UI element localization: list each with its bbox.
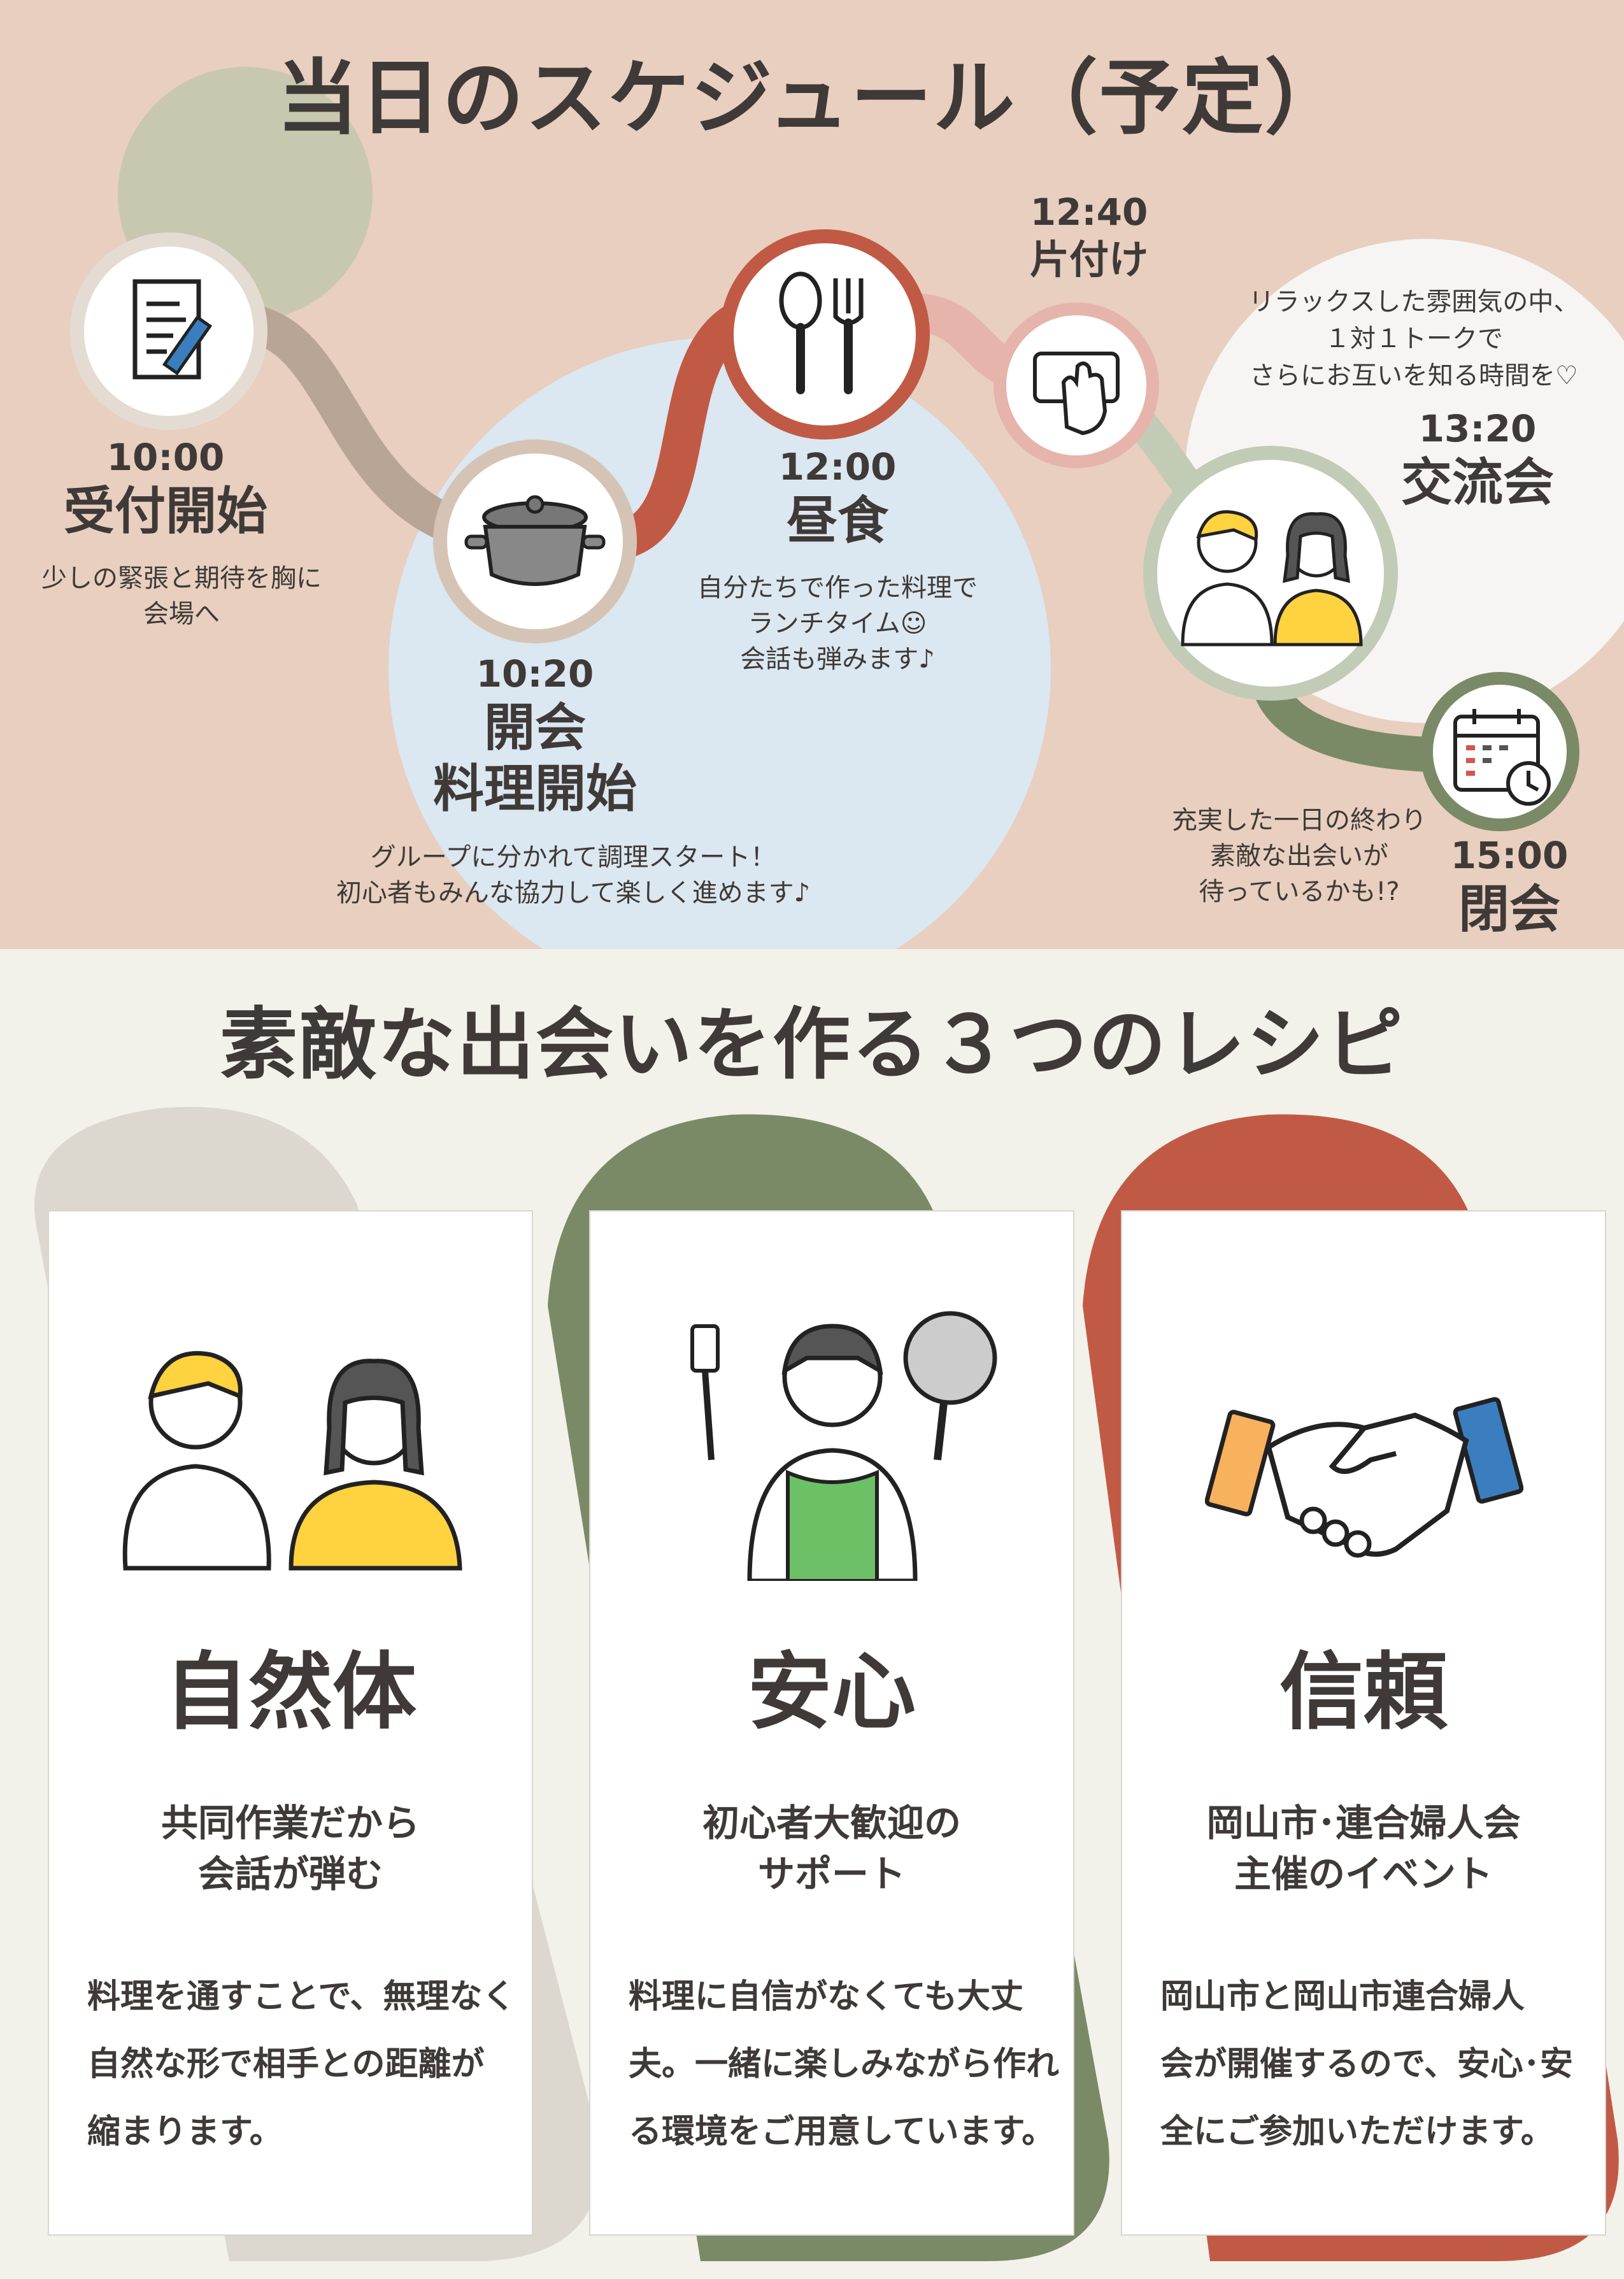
- time-closing: 15:00: [1450, 834, 1569, 877]
- wiping-hand-icon: [1033, 352, 1120, 436]
- recipe-subtitle-trust: 岡山市･連合婦人会 主催のイベント: [1206, 1801, 1521, 1896]
- desc-closing: 充実した一日の終わり 素敵な出会いが 待っているかも!?: [1172, 806, 1427, 906]
- time-exchange: 13:20: [1418, 407, 1537, 450]
- event-reception: 受付開始: [64, 482, 267, 541]
- event-opening: 開会 料理開始: [433, 698, 637, 818]
- desc-reception: 少しの緊張と期待を胸に 会場へ: [41, 564, 322, 629]
- recipe-body-natural: 料理を通すことで、無理なく 自然な形で相手との距離が 縮まります。: [87, 1978, 516, 2151]
- recipe-body-safe: 料理に自信がなくても大丈 夫。一緒に楽しみながら作れ る環境をご用意しています。: [629, 1978, 1060, 2151]
- couple-talking-icon: [1181, 510, 1363, 647]
- schedule-node-reception: [70, 232, 267, 430]
- time-cleanup: 12:40: [1030, 190, 1148, 234]
- schedule-node-exchange: [1143, 446, 1398, 701]
- recipe-subtitle-natural: 共同作業だから 会話が弾む: [160, 1801, 420, 1896]
- time-opening: 10:20: [476, 652, 594, 696]
- calendar-clock-icon: [1453, 709, 1551, 806]
- event-lunch: 昼食: [787, 491, 888, 550]
- desc-opening: グループに分かれて調理スタート！ 初心者もみんな協力して楽しく進めます♪: [336, 843, 811, 908]
- time-reception: 10:00: [106, 436, 225, 479]
- event-cleanup: 片付け: [1029, 236, 1148, 283]
- recipe-body-trust: 岡山市と岡山市連合婦人 会が開催するので、安心･安 全にご参加いただけます。: [1160, 1978, 1573, 2151]
- recipe-card-natural: 自然体 共同作業だから 会話が弾む 料理を通すことで、無理なく 自然な形で相手と…: [48, 1210, 533, 2236]
- schedule-section: 当日のスケジュール（予定） 10:00 受付開始 少しの緊張と期待を胸に 会場へ…: [0, 0, 1624, 949]
- spoon-fork-icon: [779, 271, 864, 394]
- schedule-node-cleanup: [994, 303, 1159, 468]
- recipe-card-safe: 安心 初心者大歓迎の サポート 料理に自信がなくても大丈 夫。一緒に楽しみながら…: [589, 1210, 1074, 2236]
- time-lunch: 12:00: [778, 445, 897, 489]
- schedule-title: 当日のスケジュール（予定）: [276, 51, 1348, 146]
- clipboard-pen-icon: [132, 279, 213, 380]
- couple-illustration-icon: [122, 1351, 462, 1571]
- recipe-card-trust: 信頼 岡山市･連合婦人会 主催のイベント 岡山市と岡山市連合婦人 会が開催するの…: [1121, 1210, 1606, 2236]
- schedule-node-lunch: [720, 229, 930, 439]
- recipe-subtitle-safe: 初心者大歓迎の サポート: [702, 1801, 961, 1896]
- event-closing: 閉会: [1458, 880, 1560, 939]
- recipes-title: 素敵な出会いを作る３つのレシピ: [220, 999, 1404, 1090]
- handshake-icon: [1205, 1397, 1523, 1558]
- desc-lunch: 自分たちで作った料理で ランチタイム☺ 会話も弾みます♪: [697, 573, 978, 674]
- desc-exchange: リラックスした雰囲気の中、 １対１トークで さらにお互いを知る時間を♡: [1248, 287, 1579, 390]
- chef-with-pan-icon: [690, 1311, 997, 1581]
- recipe-title-safe: 安心: [748, 1643, 916, 1741]
- schedule-node-opening: [433, 439, 637, 643]
- event-exchange: 交流会: [1401, 453, 1554, 512]
- recipe-title-trust: 信頼: [1279, 1643, 1448, 1741]
- recipe-title-natural: 自然体: [164, 1643, 417, 1741]
- cooking-pot-icon: [464, 495, 606, 586]
